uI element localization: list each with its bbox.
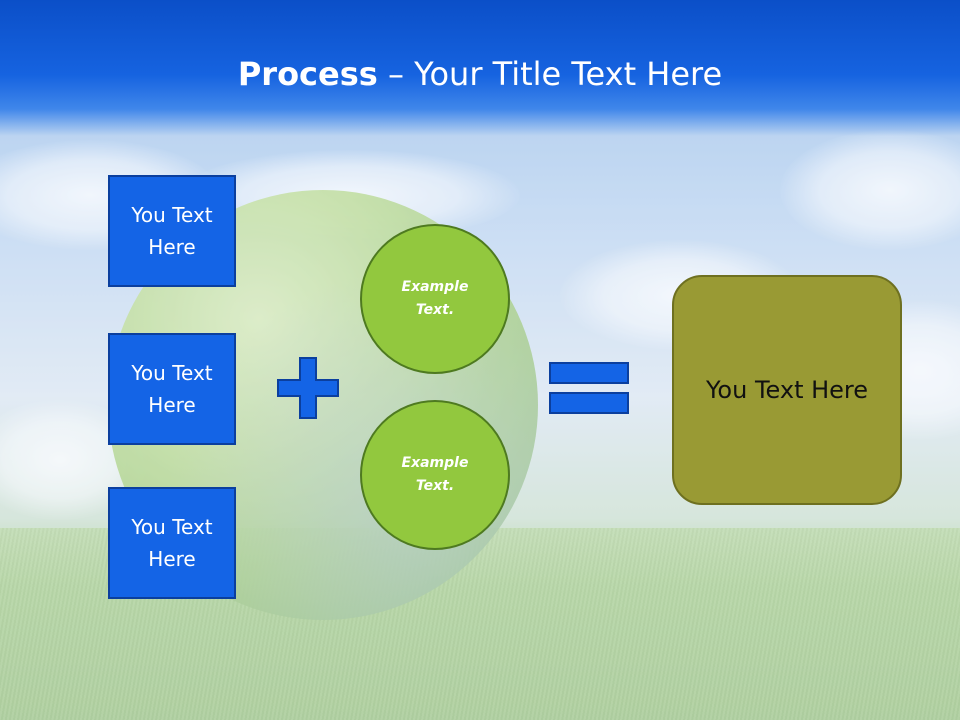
page-title[interactable]: Process – Your Title Text Here [0, 52, 960, 96]
equals-icon[interactable] [548, 360, 630, 416]
title-rest: – Your Title Text Here [377, 55, 723, 93]
title-bold: Process [237, 55, 378, 93]
text-box-1[interactable]: You Text Here [108, 175, 236, 287]
text-box-label: You Text Here [131, 203, 213, 259]
circle-label: Example Text. [401, 455, 469, 494]
result-label: You Text Here [705, 376, 869, 404]
plus-icon[interactable] [276, 356, 340, 420]
title-bar: Process – Your Title Text Here [0, 0, 960, 136]
text-box-3[interactable]: You Text Here [108, 487, 236, 599]
circle-label: Example Text. [401, 279, 469, 318]
text-box-2[interactable]: You Text Here [108, 333, 236, 445]
example-circle-2[interactable]: Example Text. [360, 400, 510, 550]
result-box[interactable]: You Text Here [672, 275, 902, 505]
text-box-label: You Text Here [131, 515, 213, 571]
text-box-label: You Text Here [131, 361, 213, 417]
cloud [780, 130, 960, 250]
example-circle-1[interactable]: Example Text. [360, 224, 510, 374]
